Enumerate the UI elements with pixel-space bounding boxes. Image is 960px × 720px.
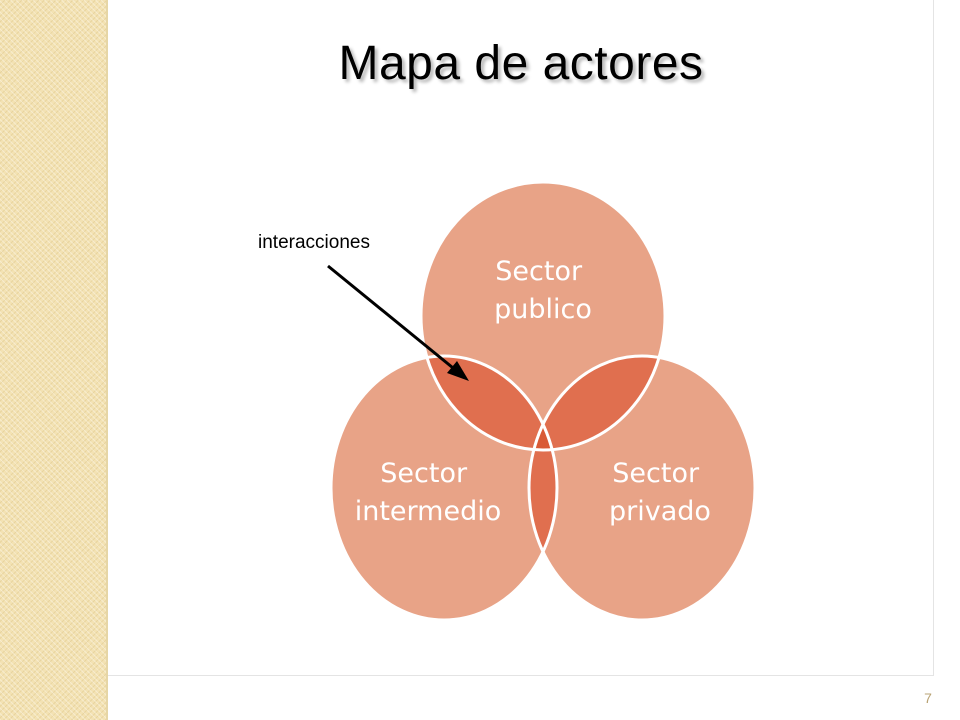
venn-outline-publico [419,180,667,452]
callout-arrowhead [447,361,469,381]
overlap-publico-intermedio [421,356,557,450]
content-frame [108,0,934,676]
page-number: 7 [924,690,932,706]
venn-outline-intermedio [329,354,559,622]
decorative-side-band [0,0,106,720]
venn-label-privado-line1: Sector [612,458,700,489]
venn-outline-privado [527,354,757,622]
venn-label-intermedio-line2: intermedio [355,496,502,527]
venn-label-privado: Sector privado [609,458,711,527]
venn-label-publico-line1: Sector [495,256,583,287]
side-band-edge [106,0,108,720]
venn-label-publico: Sector publico [494,256,592,325]
venn-label-publico-line2: publico [494,294,592,325]
venn-label-privado-line2: privado [609,496,711,527]
callout-arrow-line [327,264,459,374]
overlap-publico-privado [529,356,665,450]
venn-label-intermedio-line1: Sector [380,458,468,489]
venn-label-intermedio: Sector intermedio [355,458,502,527]
slide-title: Mapa de actores [338,37,704,90]
callout-label-interacciones: interacciones [258,232,370,253]
